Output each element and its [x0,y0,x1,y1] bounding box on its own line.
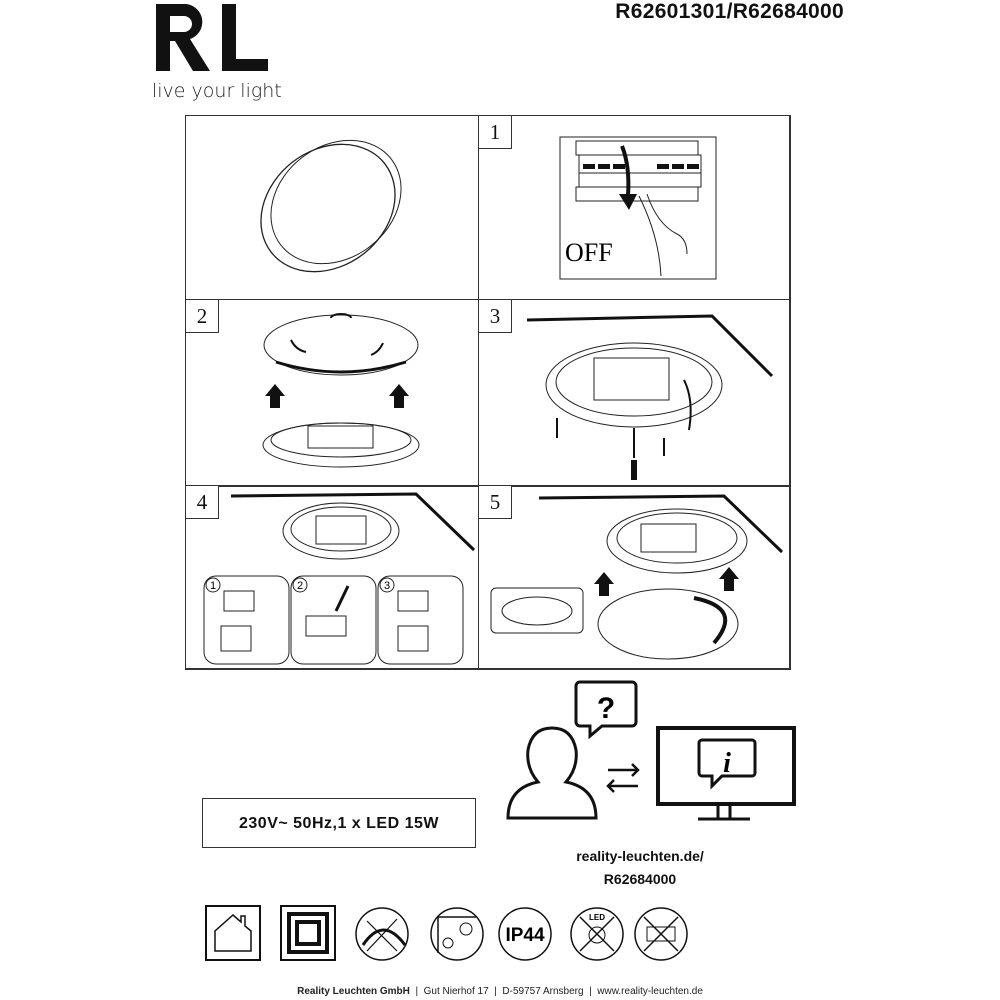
substep-2: 2 [297,580,303,592]
svg-text:IP44: IP44 [505,925,545,946]
off-caption: OFF [565,238,613,267]
svg-text:i: i [723,748,731,779]
step-overview [185,115,479,300]
protection-class-2-icon [280,905,336,961]
min-distance-icon [430,907,484,961]
wiring-illustration: 1 2 3 [203,492,476,665]
step-number: 2 [186,300,219,333]
step-3: 3 [478,299,791,487]
support-illustration: ? i [506,680,796,821]
support-url[interactable]: reality-leuchten.de/ R62684000 [560,845,720,891]
step-1: OFF 1 [478,115,791,300]
footer-city: D-59757 Arnsberg [502,986,584,997]
remove-cover-illustration [262,313,420,468]
rl-logo [156,4,268,71]
luminaire-illustration [260,139,402,273]
step-5: 5 [478,485,791,670]
monitor-icon [656,726,796,806]
breaker-illustration: OFF [559,136,717,280]
indoor-use-icon [205,905,261,961]
step-number: 4 [186,486,219,519]
url-line-2[interactable]: R62684000 [603,871,677,887]
electrical-spec: 230V~ 50Hz,1 x LED 15W [202,798,476,848]
footer: Reality Leuchten GmbH | Gut Nierhof 17 |… [297,986,703,997]
question-bubble-icon [574,680,638,740]
tagline: live your light [152,80,282,102]
step-4: 1 2 3 4 [185,485,479,670]
info-bubble-icon [697,738,757,790]
substep-3: 3 [384,580,390,592]
exchange-arrows-icon [606,763,640,793]
step-number: 1 [479,116,512,149]
driver-not-replaceable-icon [634,907,688,961]
led-not-replaceable-icon: LED [570,907,624,961]
step-2: 2 [185,299,479,487]
attach-cover-illustration [490,494,784,660]
footer-company: Reality Leuchten GmbH [297,986,410,997]
footer-street: Gut Nierhof 17 [423,986,489,997]
substep-1: 1 [210,580,216,592]
ip-rating-icon: IP44 [498,907,552,961]
led-label: LED [589,913,605,922]
mount-base-illustration [526,314,774,480]
step-number: 5 [479,486,512,519]
url-line-1[interactable]: reality-leuchten.de/ [576,848,704,864]
step-number: 3 [479,300,512,333]
instruction-grid: OFF 1 2 3 [185,115,791,670]
no-dimmer-icon [355,907,409,961]
model-number: R62601301/R62684000 [615,0,844,23]
person-icon [506,726,598,820]
footer-website[interactable]: www.reality-leuchten.de [597,986,703,997]
svg-text:?: ? [597,692,615,725]
